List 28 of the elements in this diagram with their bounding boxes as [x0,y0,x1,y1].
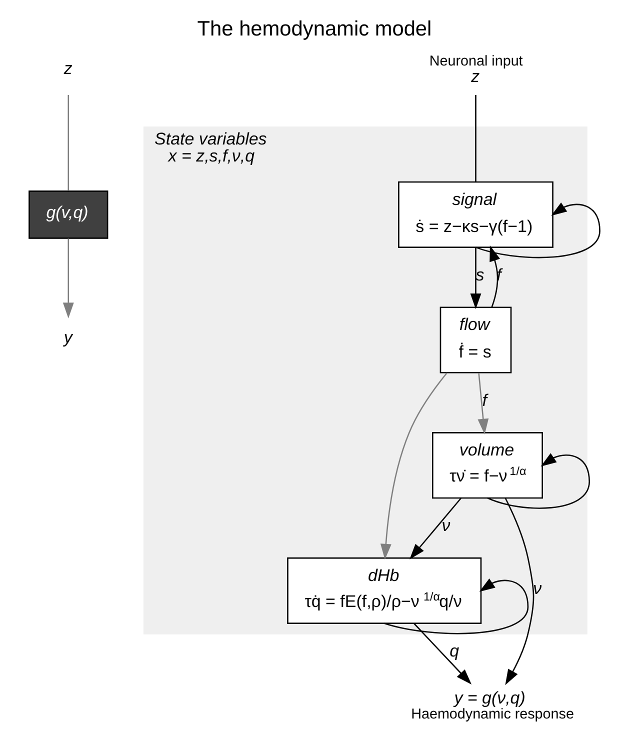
node-box: g(v,q) [28,190,108,239]
diagram-title: The hemodynamic model [196,18,432,41]
connector [67,95,69,191]
arrow [486,453,590,509]
node-label: Neuronal input [428,54,522,70]
connector [474,95,476,182]
edge-label: ν [441,516,450,536]
edge-label: ν [532,578,542,598]
arrow [409,498,461,560]
edge-label: q [449,641,459,660]
node-text: y [63,328,72,348]
node-text: y = g(ν,q) [454,688,525,708]
arrow [384,578,528,634]
node-label: Haemodynamic response [410,706,574,722]
arrow [62,238,74,318]
node-text: z [470,67,480,86]
arrow [413,623,472,685]
arrow [489,246,500,308]
arrow [475,202,600,258]
edge-label: f [482,390,486,410]
node-box: flow ḟ = s [439,306,512,374]
arrow [504,498,534,686]
node-box: signal ṡ = z−κs−γ(f−1) [398,181,553,248]
node-box: dHb τq̇ = fE(f,ρ)/ρ−ν$^{1/α}$q/ν [286,557,482,624]
node-box: volume τν̇ = f−ν$^{1/α}$ [432,432,542,499]
arrow [380,372,447,560]
node-text: z [63,59,72,78]
arrow [477,372,488,434]
